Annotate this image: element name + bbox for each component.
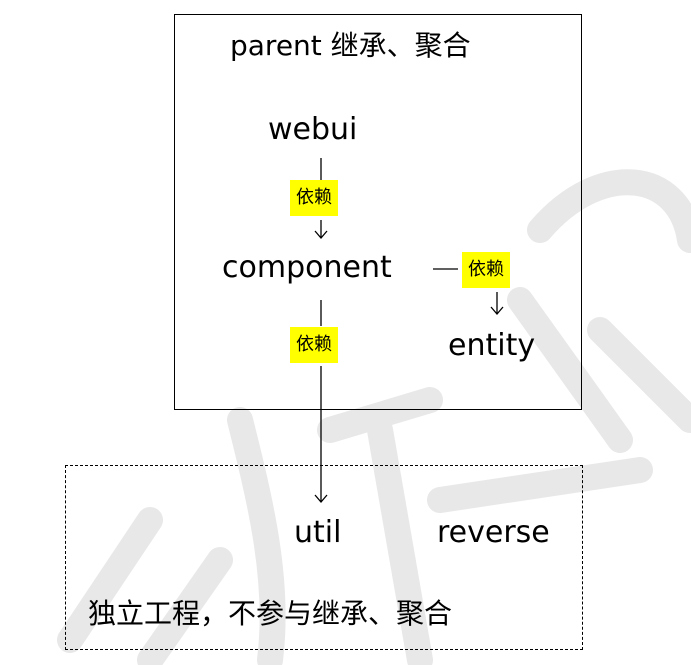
standalone-project-box — [65, 465, 583, 650]
edge-label-component-entity: 依赖 — [462, 252, 510, 288]
arrowhead-entity — [490, 306, 504, 315]
node-reverse: reverse — [437, 515, 550, 550]
node-entity: entity — [448, 328, 536, 363]
edge-label-component-util: 依赖 — [290, 327, 338, 363]
arrowhead-util — [314, 494, 328, 503]
node-component: component — [222, 250, 392, 285]
node-webui: webui — [268, 112, 358, 147]
parent-title: parent 继承、聚合 — [230, 29, 471, 62]
standalone-caption: 独立工程，不参与继承、聚合 — [88, 597, 453, 630]
parent-project-box — [174, 14, 582, 410]
node-util: util — [294, 515, 342, 550]
edge-label-webui-component: 依赖 — [290, 180, 338, 216]
arrowhead-component — [314, 230, 328, 239]
